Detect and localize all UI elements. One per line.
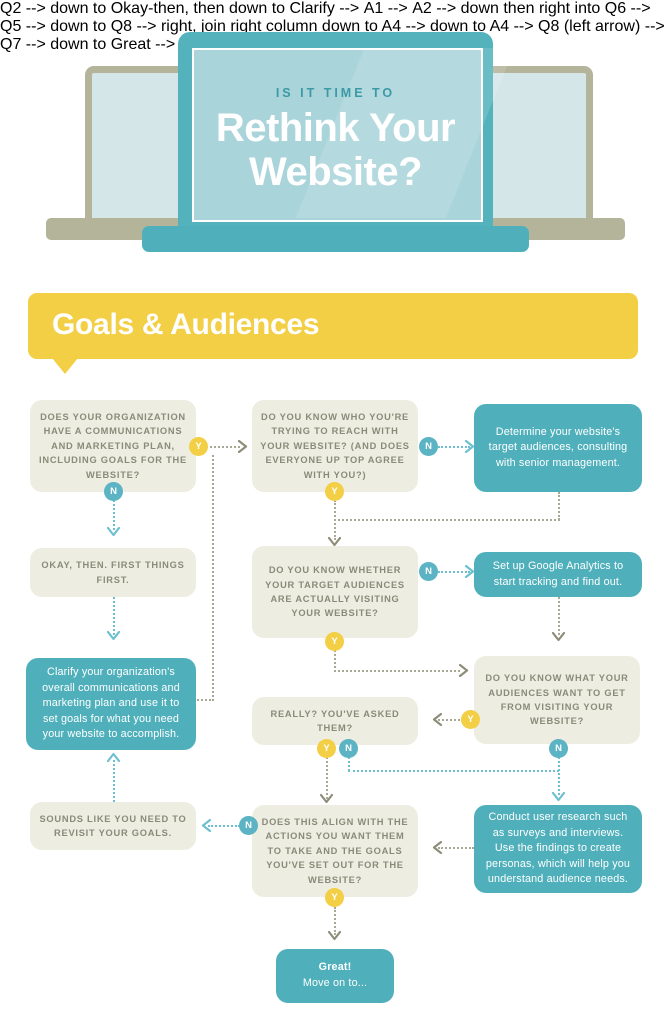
node-q3-okay-then[interactable]: OKAY, THEN. FIRST THINGS FIRST. [30, 548, 196, 597]
arrow-down-q8-yes-to-end [328, 930, 341, 943]
node-q5-really[interactable]: REALLY? YOU'VE ASKED THEM? [252, 697, 418, 745]
badge-q1-no[interactable]: N [104, 482, 123, 501]
node-q5-text: REALLY? YOU'VE ASKED THEM? [270, 708, 400, 733]
section-banner [28, 293, 638, 359]
connector-a2-down [558, 597, 560, 635]
badge-q1-yes[interactable]: Y [189, 437, 208, 456]
connector-q7-up-to-clarify [113, 760, 115, 802]
arrow-left-a4-to-q8 [430, 841, 443, 854]
arrow-right-q4-yes-into-q6 [458, 664, 471, 677]
connector-q5-yes-down [326, 757, 328, 799]
node-q2-text: DO YOU KNOW WHO YOU'RE TRYING TO REACH W… [260, 411, 410, 480]
connector-q8-no-to-q7 [208, 825, 240, 827]
badge-q8-no[interactable]: N [239, 816, 258, 835]
arrow-down-q1-no [107, 526, 120, 539]
badge-q8-yes[interactable]: Y [325, 888, 344, 907]
connector-a1-down [558, 492, 560, 520]
node-q1-text: DOES YOUR ORGANIZATION HAVE A COMMUNICAT… [39, 411, 187, 480]
node-q6-text: DO YOU KNOW WHAT YOUR AUDIENCES WANT TO … [485, 673, 629, 727]
node-a3-clarify[interactable]: Clarify your organization's overall comm… [26, 658, 196, 750]
arrow-down-okay-to-clarify [107, 630, 120, 643]
connector-mid-left-vertical [212, 455, 214, 701]
connector-q5-no-right [348, 770, 559, 772]
connector-layer: Q2 --> down to Okay-then, then down to C… [0, 0, 671, 941]
connector-a4-to-q8 [438, 847, 474, 849]
badge-q2-no[interactable]: N [419, 437, 438, 456]
node-a3-text: Clarify your organization's overall comm… [42, 665, 180, 741]
header-title-line1: Rethink Your [215, 106, 456, 150]
badge-q2-yes[interactable]: Y [325, 482, 344, 501]
arrow-down-into-q4 [328, 536, 341, 549]
node-q4[interactable]: DO YOU KNOW WHETHER YOUR TARGET AUDIENCE… [252, 546, 418, 638]
badge-q6-yes[interactable]: Y [461, 710, 480, 729]
node-q7-text: SOUNDS LIKE YOU NEED TO REVISIT YOUR GOA… [39, 813, 187, 838]
arrow-up-q7-to-clarify [107, 750, 120, 763]
node-q8-text: DOES THIS ALIGN WITH THE ACTIONS YOU WAN… [261, 816, 409, 885]
badge-q4-no[interactable]: N [419, 562, 438, 581]
arrow-left-q8-no [199, 819, 212, 832]
arrow-right-q1-yes [237, 440, 250, 453]
connector-a1-to-q4-horizontal [334, 519, 560, 521]
section-banner-label: Goals & Audiences [52, 308, 320, 341]
node-end-text: Great! Move on to... [294, 956, 376, 995]
node-q8[interactable]: DOES THIS ALIGN WITH THE ACTIONS YOU WAN… [252, 805, 418, 897]
connector-q6-no-down [558, 757, 560, 795]
node-q6[interactable]: DO YOU KNOW WHAT YOUR AUDIENCES WANT TO … [474, 656, 640, 744]
arrow-right-q4-no [464, 565, 477, 578]
badge-q5-no[interactable]: N [339, 739, 358, 758]
connector-q4-yes-down [334, 650, 336, 672]
connector-q4-yes-right [334, 670, 460, 672]
connector-q5-no-down [348, 757, 350, 771]
node-a2[interactable]: Set up Google Analytics to start trackin… [474, 552, 642, 597]
arrow-down-a2-to-q6 [552, 631, 565, 644]
node-a2-text: Set up Google Analytics to start trackin… [492, 559, 624, 588]
connector-okay-to-clarify-vertical [113, 597, 115, 635]
node-end-line1: Great! [318, 961, 352, 974]
laptop-front-base [142, 226, 529, 252]
node-a1-text: Determine your website's target audience… [488, 425, 628, 469]
connector-q2-yes-down [334, 500, 336, 540]
connector-mid-left-into-clarify [186, 699, 214, 701]
connector-q4-no-to-a2 [438, 571, 470, 573]
badge-q4-yes[interactable]: Y [325, 632, 344, 651]
connector-q6-yes-to-q5 [438, 719, 468, 721]
header-title-line2: Website? [248, 150, 423, 194]
node-q3-text: OKAY, THEN. FIRST THINGS FIRST. [41, 560, 185, 585]
node-q4-text: DO YOU KNOW WHETHER YOUR TARGET AUDIENCE… [265, 565, 405, 619]
node-q2[interactable]: DO YOU KNOW WHO YOU'RE TRYING TO REACH W… [252, 400, 418, 492]
arrow-down-q6-no-to-a4 [552, 791, 565, 804]
badge-q6-no[interactable]: N [549, 739, 568, 758]
connector-q1-yes-to-q2 [206, 446, 240, 448]
node-a1[interactable]: Determine your website's target audience… [474, 404, 642, 492]
arrow-left-q6-yes [430, 713, 443, 726]
node-q7-revisit-goals[interactable]: SOUNDS LIKE YOU NEED TO REVISIT YOUR GOA… [30, 802, 196, 850]
connector-q1-no-vertical [113, 500, 115, 530]
arrow-right-q2-no [464, 440, 477, 453]
node-end-line2: Move on to... [302, 977, 368, 989]
laptop-front-screen [192, 48, 483, 222]
node-a4-text: Conduct user research such as surveys an… [485, 810, 631, 886]
connector-q2-no-to-a1 [438, 446, 470, 448]
node-end-great[interactable]: Great! Move on to... [276, 949, 394, 1003]
connector-q8-yes-down [334, 907, 336, 935]
node-q1[interactable]: DOES YOUR ORGANIZATION HAVE A COMMUNICAT… [30, 400, 196, 492]
section-banner-tail [52, 358, 78, 374]
arrow-down-q5-yes-to-q8 [320, 793, 333, 806]
header-kicker: IS IT TIME TO [275, 86, 396, 100]
badge-q5-yes[interactable]: Y [317, 739, 336, 758]
node-a4-user-research[interactable]: Conduct user research such as surveys an… [474, 805, 642, 893]
